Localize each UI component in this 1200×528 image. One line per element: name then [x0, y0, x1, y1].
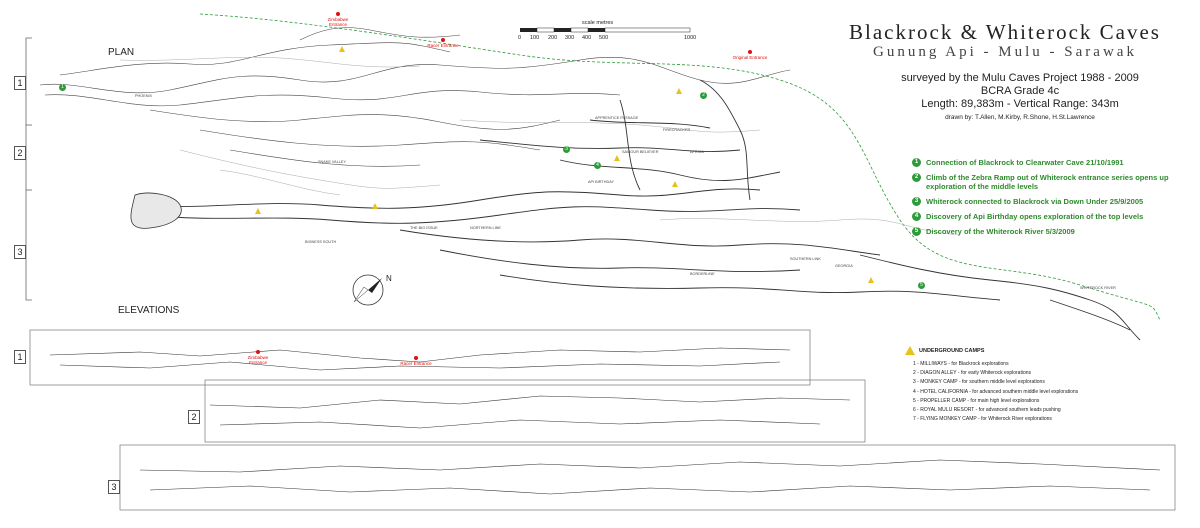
passage-label: GEORGIA [835, 264, 853, 268]
map-subtitle: Gunung Api - Mulu - Sarawak [873, 44, 1137, 60]
plan-box-3: 3 [14, 245, 26, 259]
event-dot: 1 [59, 84, 66, 91]
passage-label: NORTHERN LINE [470, 226, 501, 230]
event-item: 2 Climb of the Zebra Ramp out of Whiteroc… [912, 173, 1172, 191]
entrance-marker: Zimbabwe Entrance [238, 350, 278, 365]
camp-marker [372, 203, 378, 209]
elevations-label: ELEVATIONS [118, 305, 180, 316]
scale-tick: 0 [518, 35, 522, 41]
event-text: Discovery of Api Birthday opens explorat… [926, 212, 1144, 221]
scale-tick: 300 [565, 35, 575, 41]
camp-item: 6 - ROYAL MULU RESORT - for advanced sou… [913, 406, 1061, 413]
passage-label: API BIRTHDAY [588, 180, 615, 184]
event-item: 3 Whiterock connected to Blackrock via Do… [912, 197, 1172, 206]
passage-label: BORDERLINE [690, 272, 715, 276]
event-item: 5 Discovery of the Whiterock River 5/3/20… [912, 227, 1172, 236]
camp-marker [339, 46, 345, 52]
scale-label: scale metres [582, 20, 614, 26]
passage-label: THE BIG ISSUE [410, 226, 438, 230]
elevation-box-3: 3 [108, 480, 120, 494]
event-dot: 3 [563, 146, 570, 153]
event-item: 1 Connection of Blackrock to Clearwater C… [912, 158, 1172, 167]
scale-tick: 500 [599, 35, 609, 41]
event-text: Connection of Blackrock to Clearwater Ca… [926, 158, 1124, 167]
event-item: 4 Discovery of Api Birthday opens explora… [912, 212, 1172, 221]
scale-tick: 400 [582, 35, 592, 41]
event-number: 4 [912, 212, 921, 221]
camp-marker [255, 208, 261, 214]
camp-marker [676, 88, 682, 94]
length-range: Length: 89,383m - Vertical Range: 343m [921, 98, 1119, 110]
event-number: 3 [912, 197, 921, 206]
scale-tick: 1000 [684, 35, 697, 41]
scale-tick: 100 [530, 35, 540, 41]
passage-label: FIRECRACKER [663, 128, 691, 132]
camps-heading: UNDERGROUND CAMPS [905, 346, 1165, 355]
passage-label: SAVIOUR BELIEVER [622, 150, 659, 154]
passage-label: PHOENIX [135, 94, 153, 98]
passage-label: SOUTHERN LINK [790, 257, 821, 261]
camp-item: 1 - MILLIWAYS - for Blackrock exploratio… [913, 361, 1009, 367]
camp-triangle-icon [905, 346, 915, 355]
camp-item: 7 - FLYING MONKEY CAMP - for Whiterock R… [913, 416, 1052, 423]
event-text: Climb of the Zebra Ramp out of Whiterock… [926, 173, 1169, 191]
elevation-box-1: 1 [14, 350, 26, 364]
survey-line: surveyed by the Mulu Caves Project 1988 … [901, 72, 1139, 84]
passage-label: AFRICA [690, 150, 704, 154]
plan-box-2: 2 [14, 146, 26, 160]
camp-marker [672, 181, 678, 187]
camp-item: 4 - HOTEL CALIFORNIA - for advanced sout… [913, 388, 1079, 395]
entrance-marker: Zimbabwe Entrance [318, 12, 358, 27]
event-dot: 5 [918, 282, 925, 289]
camp-item: 3 - MONKEY CAMP - for southern middle le… [913, 379, 1045, 386]
plan-label: PLAN [108, 47, 135, 58]
entrance-marker: Original Entrance [730, 50, 770, 60]
event-text: Whiterock connected to Blackrock via Dow… [926, 197, 1144, 206]
event-dot: 4 [594, 162, 601, 169]
event-number: 2 [912, 173, 921, 182]
entrance-marker: Racer Entrance [398, 356, 434, 366]
camp-item: 2 - DIAGON ALLEY - for early Whiterock e… [913, 370, 1032, 377]
events-list: 1 Connection of Blackrock to Clearwater C… [912, 158, 1172, 242]
event-number: 1 [912, 158, 921, 167]
event-dot: 2 [700, 92, 707, 99]
camp-marker [868, 277, 874, 283]
elevation-box-2: 2 [188, 410, 200, 424]
plan-box-1: 1 [14, 76, 26, 90]
entrance-marker: Racer Entrance [425, 38, 461, 48]
camp-marker [614, 155, 620, 161]
passage-label: BIGNESS SOUTH [305, 240, 337, 244]
camp-item: 5 - PROPELLER CAMP - for main high level… [913, 397, 1040, 404]
compass-north-label: N [386, 274, 392, 283]
passage-label: SNAKE VALLEY [318, 160, 346, 164]
passage-label: APPRENTICE PASSAGE [595, 116, 639, 120]
scale-tick: 200 [548, 35, 558, 41]
map-title: Blackrock & Whiterock Caves [849, 20, 1161, 44]
event-number: 5 [912, 227, 921, 236]
drawn-by: drawn by: T.Allen, M.Kirby, R.Shone, H.S… [945, 114, 1095, 121]
camps-legend: UNDERGROUND CAMPS 1 - MILLIWAYS - for Bl… [905, 346, 1165, 425]
passage-label: WHITEROCK RIVER [1080, 286, 1116, 290]
event-text: Discovery of the Whiterock River 5/3/200… [926, 227, 1075, 236]
credits-block: surveyed by the Mulu Caves Project 1988 … [890, 72, 1150, 124]
grade: BCRA Grade 4c [980, 85, 1060, 97]
